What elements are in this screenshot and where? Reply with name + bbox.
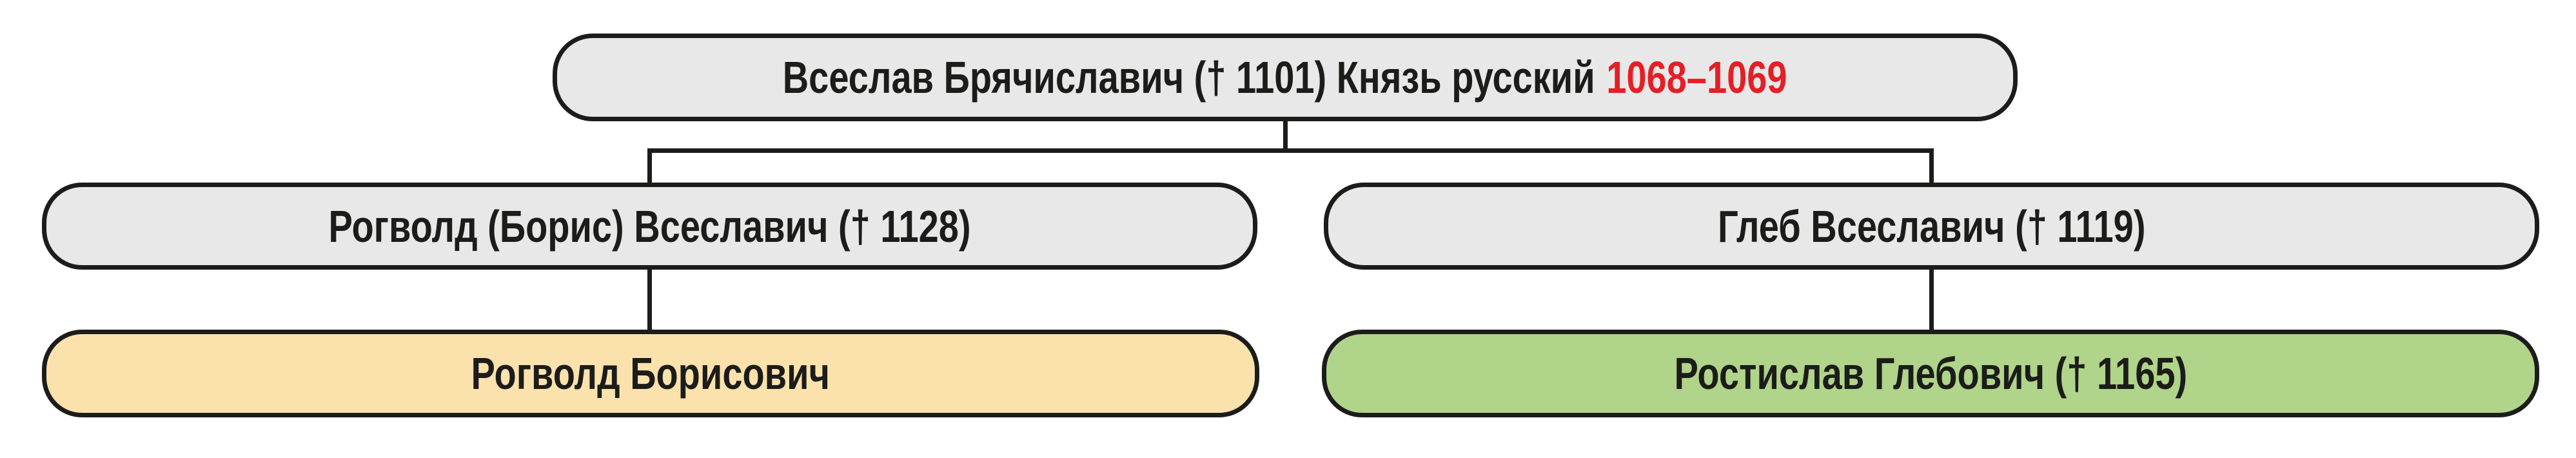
node-label: Глеб Всеславич († 1119) <box>1718 204 2146 249</box>
node-rogvold-borisovich: Рогволд Борисович <box>42 330 1259 417</box>
node-rostislav-glebovich: Ростислав Глебович († 1165) <box>1322 330 2539 417</box>
connector-left-stub <box>647 148 652 186</box>
node-vseslav-bryachislavich: Всеслав Брячиславич († 1101) Князь русск… <box>553 34 2018 121</box>
node-label: Рогволд Борисович <box>471 351 830 396</box>
person-name: Глеб Всеславич († 1119) <box>1717 201 2146 252</box>
node-rogvold-vseslavich: Рогволд (Борис) Всеславич († 1128) <box>42 183 1257 270</box>
reign-years: 1068–1069 <box>1606 52 1787 103</box>
person-name: Рогволд (Борис) Всеславич († 1128) <box>328 201 971 252</box>
connector-right-child-drop <box>1929 268 1934 333</box>
node-label: Ростислав Глебович († 1165) <box>1674 351 2187 396</box>
node-label: Рогволд (Борис) Всеславич († 1128) <box>328 204 970 249</box>
person-name: Всеслав Брячиславич († 1101) Князь русск… <box>783 52 1595 103</box>
connector-root-drop <box>1283 119 1288 153</box>
node-gleb-vseslavich: Глеб Всеславич († 1119) <box>1324 183 2539 270</box>
connector-crossbar <box>647 148 1934 153</box>
connector-left-child-drop <box>647 268 652 333</box>
node-label: Всеслав Брячиславич († 1101) Князь русск… <box>783 55 1787 100</box>
connector-right-stub <box>1929 148 1934 186</box>
person-name: Ростислав Глебович († 1165) <box>1674 348 2187 399</box>
person-name: Рогволд Борисович <box>471 348 831 399</box>
